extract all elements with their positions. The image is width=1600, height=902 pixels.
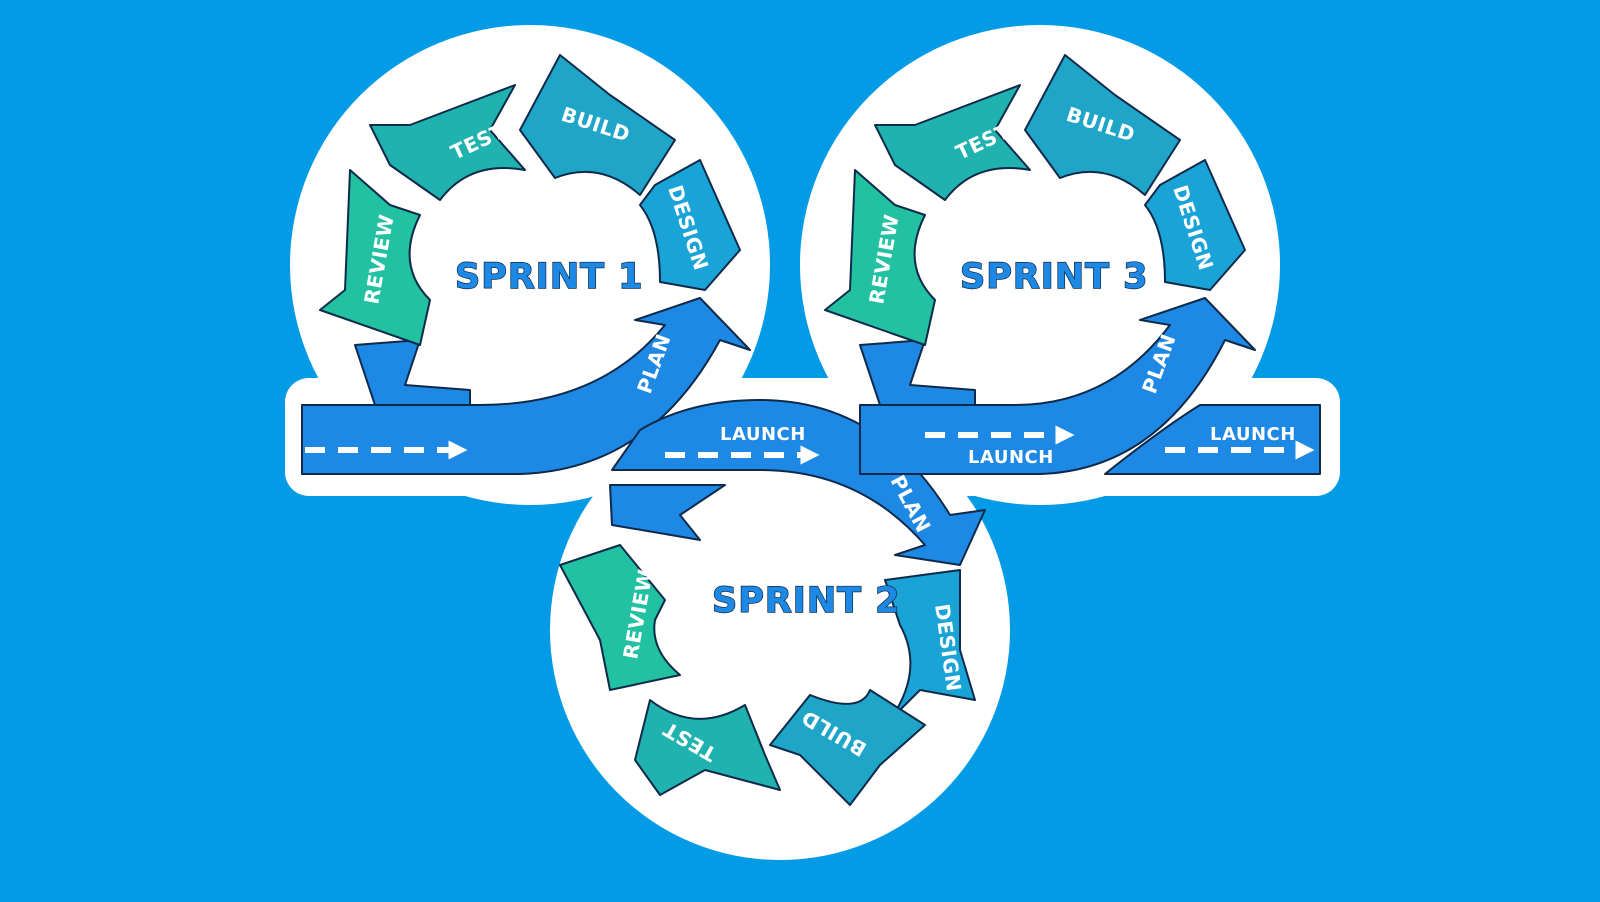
launch-label-1: LAUNCH xyxy=(720,424,806,445)
sprint-2-test-arrow xyxy=(634,699,781,796)
track-segment-end xyxy=(859,297,1256,475)
sprint-2-review-arrow xyxy=(559,544,681,691)
sprint-3-build-arrow xyxy=(1024,54,1181,196)
sprint-1-cycle xyxy=(319,54,741,346)
sprint-2-build-arrow xyxy=(769,689,926,806)
sprint-2-title: SPRINT 2 xyxy=(712,581,901,621)
sprint-3-test-arrow xyxy=(874,84,1031,201)
track-segment-exit xyxy=(1104,404,1321,475)
sprint-1-build-arrow xyxy=(519,54,676,196)
sprint-2-design-arrow xyxy=(884,569,976,721)
track-segment-start xyxy=(301,297,751,475)
sprint-3-title: SPRINT 3 xyxy=(960,257,1149,297)
sprint-1-title: SPRINT 1 xyxy=(455,257,644,297)
launch-track xyxy=(301,297,1321,566)
sprint-3-review-arrow xyxy=(824,169,936,346)
launch-label-2: LAUNCH xyxy=(968,447,1054,468)
sprint-3-design-arrow xyxy=(1144,159,1246,291)
track-dashes xyxy=(305,425,1315,465)
sprint-3-cycle xyxy=(824,54,1246,346)
track-under-sprint2 xyxy=(609,484,726,541)
sprint-2-cycle xyxy=(559,544,976,806)
sprint-1-review-arrow xyxy=(319,169,431,346)
sprint-1-design-arrow xyxy=(639,159,741,291)
launch-label-3: LAUNCH xyxy=(1210,424,1296,445)
sprint-1-test-arrow xyxy=(369,84,526,201)
